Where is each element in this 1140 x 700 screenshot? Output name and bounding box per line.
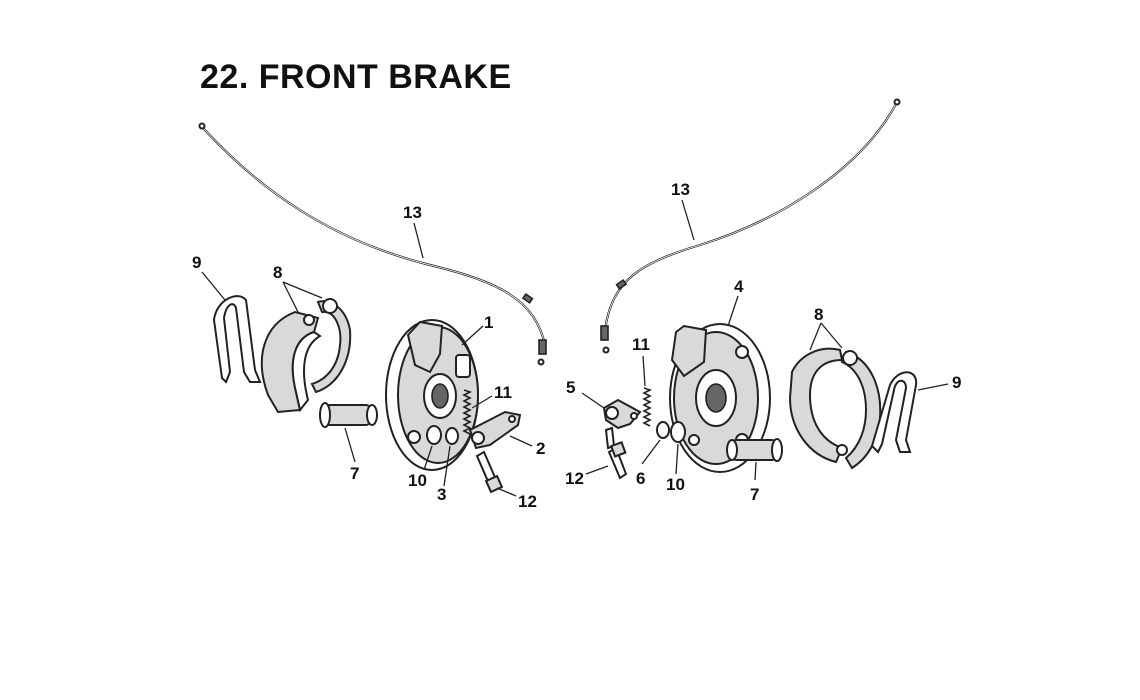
callout-right-11: 11 [632,335,650,354]
callout-right-7: 7 [750,485,759,504]
left-washer-3 [445,427,459,445]
callout-left-10: 10 [408,471,427,490]
right-brake-cable [600,98,901,354]
callout-left-7: 7 [350,464,359,483]
left-brake-arm [468,410,522,450]
right-brake-shoes [788,347,882,470]
right-return-spring-wire [870,371,918,454]
right-washer-6 [656,421,670,439]
left-brake-cable [198,122,547,366]
page-title: 22. FRONT BRAKE [200,58,512,96]
callout-right-6: 6 [636,469,645,488]
right-brake-arm [602,398,642,450]
callout-left-8: 8 [273,263,282,282]
callout-right-4: 4 [734,277,744,296]
left-brake-assembly [198,122,547,497]
left-brake-cam [319,402,378,428]
right-brake-cam [726,438,783,462]
callout-right-10: 10 [666,475,685,494]
right-bolt [607,441,628,480]
callout-left-11: 11 [494,383,512,402]
callout-left-2: 2 [536,439,545,458]
left-lever-spring [462,389,473,435]
right-lever-spring [642,387,653,427]
callout-right-13: 13 [671,180,690,199]
callout-right-5: 5 [566,378,575,397]
right-washer-10 [670,421,686,443]
right-brake-assembly [581,98,949,481]
right-brake-panel [669,323,771,473]
left-washer-10 [426,425,442,445]
callout-right-9: 9 [952,373,961,392]
left-return-spring-wire [212,295,262,384]
callout-left-1: 1 [484,313,493,332]
left-bolt [475,450,504,494]
callout-left-3: 3 [437,485,446,504]
callout-left-9: 9 [192,253,201,272]
callout-right-12: 12 [565,469,584,488]
callout-right-8: 8 [814,305,823,324]
left-brake-shoes [260,298,352,414]
callout-left-12: 12 [518,492,537,511]
callout-left-13: 13 [403,203,422,222]
